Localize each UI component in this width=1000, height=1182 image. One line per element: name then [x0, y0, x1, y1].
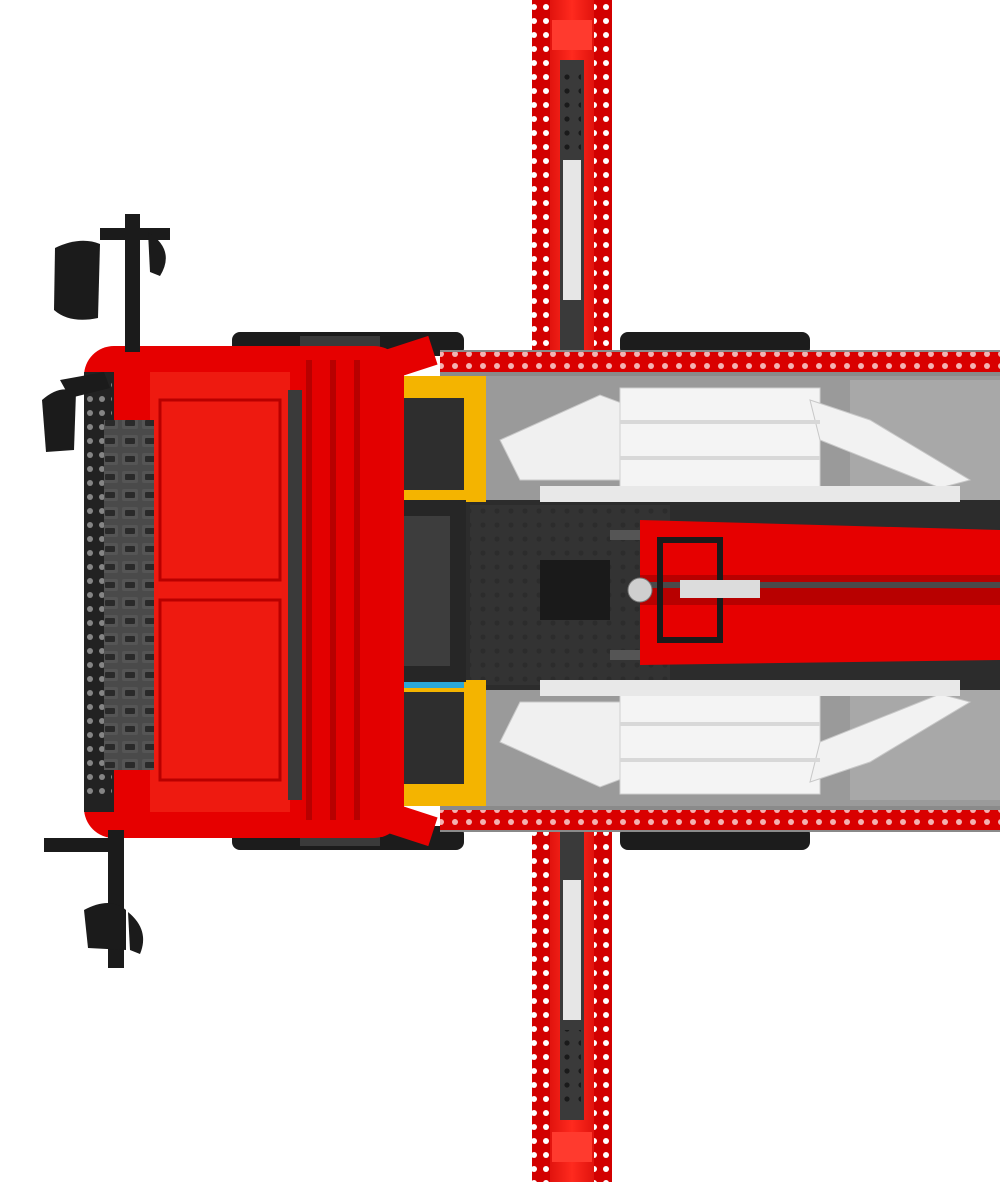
outrigger-bottom — [532, 820, 612, 1182]
front-grille — [84, 372, 154, 812]
cab — [84, 335, 438, 847]
white-arm-upper — [499, 387, 972, 502]
white-arm-lower — [499, 680, 972, 795]
crane-boom — [627, 520, 1000, 665]
outrigger-top — [532, 0, 612, 362]
mirror-top — [42, 214, 170, 452]
mirror-bottom — [44, 830, 144, 968]
